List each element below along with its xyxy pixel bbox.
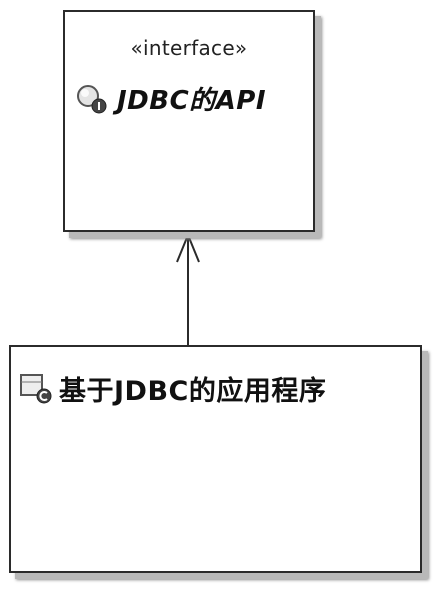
interface-node[interactable]: «interface» JDBC的API (63, 10, 315, 232)
class-icon (19, 373, 53, 405)
interface-name: JDBC的API (117, 86, 267, 116)
class-node[interactable]: 基于JDBC的应用程序 (9, 345, 422, 573)
dependency-arrowhead (176, 232, 200, 263)
interface-stereotype: «interface» (130, 36, 248, 60)
class-name: 基于JDBC的应用程序 (59, 376, 327, 407)
class-title-row: 基于JDBC的应用程序 (19, 369, 326, 408)
interface-icon (75, 83, 109, 115)
interface-title-row: JDBC的API (75, 80, 266, 117)
